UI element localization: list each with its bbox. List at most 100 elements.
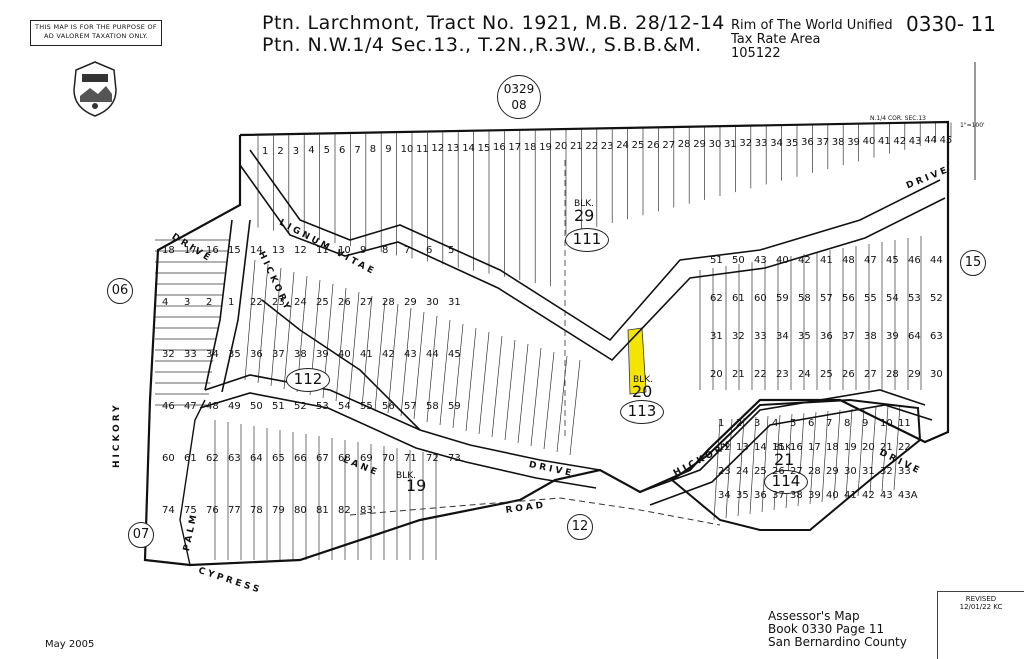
lot-number[interactable]: 38	[864, 331, 877, 342]
lot-number[interactable]: 62	[206, 453, 219, 464]
lot-number[interactable]: 39	[847, 136, 860, 148]
lot-number[interactable]: 25	[631, 140, 645, 151]
lot-number[interactable]: 27	[790, 466, 803, 477]
lot-number[interactable]: 31	[724, 138, 737, 150]
lot-number[interactable]: 31	[710, 331, 723, 342]
book-number-112[interactable]: 112	[286, 368, 330, 392]
lot-number[interactable]: 7	[354, 144, 361, 156]
lot-number[interactable]: 51	[710, 255, 723, 266]
lot-number[interactable]: 43	[880, 490, 893, 501]
lot-number[interactable]: 45	[939, 135, 953, 146]
lot-number[interactable]: 34	[770, 137, 783, 149]
adjoining-page-07[interactable]: 07	[128, 522, 154, 548]
lot-number[interactable]: 4	[162, 297, 169, 308]
lot-number[interactable]: 50	[732, 255, 745, 266]
lot-number[interactable]: 30	[844, 466, 857, 477]
lot-number[interactable]: 27	[662, 139, 676, 151]
lot-number[interactable]: 22	[898, 442, 911, 453]
lot-number[interactable]: 41	[360, 349, 373, 360]
lot-number[interactable]: 42	[862, 490, 875, 501]
lot-number[interactable]: 46	[162, 401, 175, 412]
lot-number[interactable]: 39	[808, 490, 821, 501]
lot-number[interactable]: 28	[677, 139, 691, 151]
lot-number[interactable]: 72	[426, 453, 439, 464]
lot-number[interactable]: 58	[426, 401, 439, 412]
lot-number[interactable]: 27	[864, 369, 877, 380]
lot-number[interactable]: 60	[754, 293, 767, 304]
lot-number[interactable]: 44	[930, 255, 943, 266]
lot-number[interactable]: 8	[844, 418, 851, 429]
lot-number[interactable]: 16	[790, 442, 803, 453]
lot-number[interactable]: 52	[930, 293, 943, 304]
adjoining-page-15[interactable]: 15	[960, 250, 986, 276]
lot-number[interactable]: 9	[360, 245, 367, 256]
lot-number[interactable]: 71	[404, 453, 417, 464]
lot-number[interactable]: 39	[316, 349, 329, 360]
lot-number[interactable]: 26	[842, 369, 855, 380]
lot-number[interactable]: 26	[338, 297, 351, 308]
lot-number[interactable]: 62	[710, 293, 723, 304]
lot-number[interactable]: 24	[294, 297, 307, 308]
lot-number[interactable]: 19	[539, 141, 552, 153]
lot-number[interactable]: 5	[448, 245, 455, 256]
lot-number[interactable]: 7	[404, 245, 411, 256]
lot-number[interactable]: 11	[316, 245, 329, 256]
lot-number[interactable]: 83'	[360, 505, 376, 516]
lot-number[interactable]: 42	[798, 255, 811, 266]
lot-number[interactable]: 16	[206, 245, 219, 256]
lot-number[interactable]: 30	[426, 297, 439, 308]
book-number-113[interactable]: 113	[620, 400, 664, 424]
lot-number[interactable]: 15	[477, 142, 491, 154]
lot-number[interactable]: 51	[272, 401, 285, 412]
lot-number[interactable]: 34	[718, 490, 731, 501]
lot-number[interactable]: 31	[448, 297, 461, 308]
lot-number[interactable]: 74	[162, 505, 175, 516]
lot-number[interactable]: 29	[826, 466, 839, 477]
lot-number[interactable]: 40	[338, 349, 351, 360]
lot-number[interactable]: 81	[316, 505, 329, 516]
lot-number[interactable]: 5	[790, 418, 797, 429]
lot-number[interactable]: 53	[316, 401, 329, 412]
lot-number[interactable]: 25	[820, 369, 833, 380]
lot-number[interactable]: 23	[600, 140, 614, 152]
adjoining-page-06[interactable]: 06	[107, 278, 133, 304]
lot-number[interactable]: 14	[250, 245, 263, 256]
lot-number[interactable]: 40	[862, 136, 876, 148]
lot-number[interactable]: 80	[294, 505, 307, 516]
lot-number[interactable]: 18	[162, 245, 175, 256]
lot-number[interactable]: 6	[808, 418, 815, 429]
lot-number[interactable]: 28	[382, 297, 395, 308]
lot-number[interactable]: 19	[844, 442, 857, 453]
lot-number[interactable]: 52	[294, 401, 307, 412]
lot-number[interactable]: 41	[844, 490, 857, 501]
lot-number[interactable]: 43	[754, 255, 767, 266]
lot-number[interactable]: 20	[710, 369, 723, 380]
lot-number[interactable]: 24	[616, 140, 629, 152]
lot-number[interactable]: 10	[338, 245, 351, 256]
lot-number[interactable]: 40	[826, 490, 839, 501]
lot-number[interactable]: 79	[272, 505, 285, 516]
lot-number[interactable]: 13	[272, 245, 285, 256]
lot-number[interactable]: 33	[754, 138, 768, 149]
lot-number[interactable]: 45	[448, 349, 461, 360]
lot-number[interactable]: 11	[416, 143, 429, 155]
lot-number[interactable]: 17	[184, 245, 197, 256]
lot-number[interactable]: 32	[162, 349, 175, 360]
lot-number[interactable]: 77	[228, 505, 241, 516]
lot-number[interactable]: 49	[228, 401, 241, 412]
lot-number[interactable]: 1	[228, 297, 235, 308]
lot-number[interactable]: 22	[754, 369, 767, 380]
lot-number[interactable]: 73	[448, 453, 461, 464]
lot-number[interactable]: 25	[754, 466, 767, 477]
lot-number[interactable]: 60	[162, 453, 175, 464]
lot-number[interactable]: 23	[718, 466, 731, 477]
lot-number[interactable]: 18	[826, 442, 839, 453]
lot-number[interactable]: 61	[732, 293, 745, 304]
lot-number[interactable]: 61	[184, 453, 197, 464]
lot-number[interactable]: 40	[776, 255, 789, 266]
lot-number[interactable]: 18	[523, 141, 537, 153]
book-number-114[interactable]: 114	[764, 470, 808, 494]
lot-number[interactable]: 37	[842, 331, 855, 342]
lot-number[interactable]: 33	[898, 466, 911, 477]
lot-number[interactable]: 14	[754, 442, 767, 453]
